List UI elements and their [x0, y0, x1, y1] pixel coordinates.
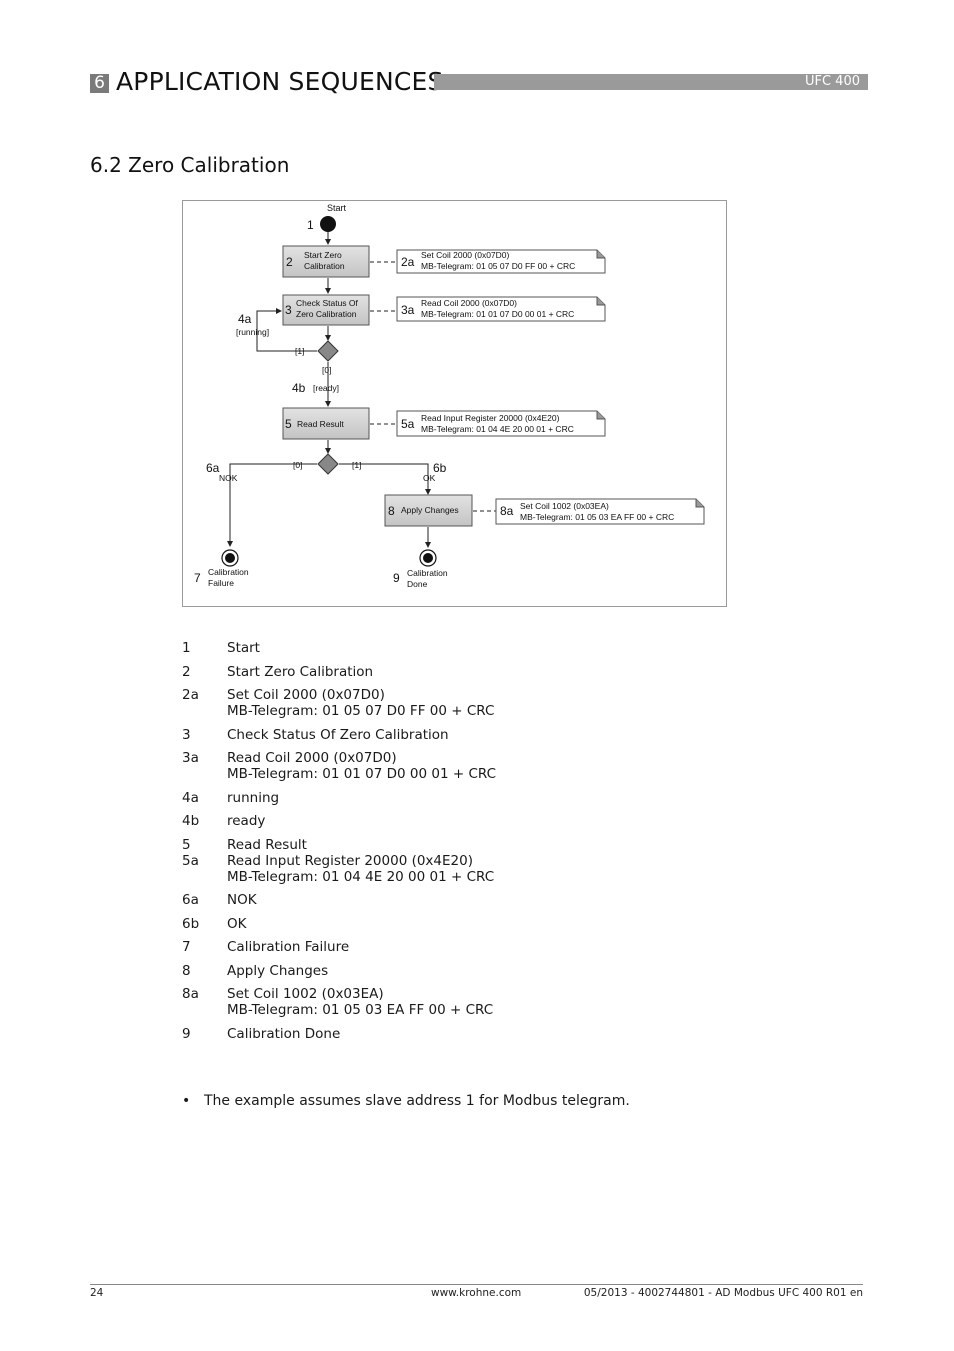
end-calibration-done — [419, 549, 437, 567]
chapter-number: 6 — [90, 74, 109, 93]
note-5a: 5a Read Input Register 20000 (0x4E20) MB… — [396, 410, 606, 437]
node-7-line2: Failure — [208, 578, 234, 588]
section-title: 6.2 Zero Calibration — [90, 153, 290, 177]
action-start-zero-calibration: 2 Start Zero Calibration — [282, 245, 370, 278]
note-8a-line1: Set Coil 1002 (0x03EA) — [520, 501, 609, 511]
note-8a-number: 8a — [500, 504, 514, 518]
node-9-line2: Done — [407, 579, 428, 589]
node-9-number: 9 — [393, 571, 400, 585]
node-2-line1: Start Zero — [304, 250, 342, 260]
decision-running-ready — [317, 340, 339, 362]
node-2-line2: Calibration — [304, 261, 345, 271]
node-6a-number: 6a — [206, 461, 220, 475]
note-text: The example assumes slave address 1 for … — [204, 1093, 630, 1109]
node-8-number: 8 — [388, 504, 395, 518]
node-4a-number: 4a — [238, 312, 252, 326]
branch-ok-value: [1] — [352, 460, 361, 470]
activity-diagram: Start 1 2 Start Zero Calibration 2a Set … — [182, 200, 727, 607]
chapter-header: 6 APPLICATION SEQUENCES UFC 400 — [90, 68, 868, 96]
node-3-number: 3 — [285, 303, 292, 317]
guard-ready: [ready] — [313, 383, 339, 393]
note-8a: 8a Set Coil 1002 (0x03EA) MB-Telegram: 0… — [495, 498, 705, 525]
node-4b-number: 4b — [292, 381, 306, 395]
node-2-number: 2 — [286, 255, 293, 269]
action-apply-changes: 8 Apply Changes — [384, 494, 473, 527]
node-7-line1: Calibration — [208, 567, 249, 577]
note-3a: 3a Read Coil 2000 (0x07D0) MB-Telegram: … — [396, 296, 606, 322]
note-3a-line2: MB-Telegram: 01 01 07 D0 00 01 + CRC — [421, 309, 574, 319]
node-6b-number: 6b — [433, 461, 447, 475]
note-5a-line2: MB-Telegram: 01 04 4E 20 00 01 + CRC — [421, 424, 574, 434]
chapter-title: APPLICATION SEQUENCES — [116, 67, 444, 96]
node-1-number: 1 — [307, 218, 314, 232]
note-5a-line1: Read Input Register 20000 (0x4E20) — [421, 413, 560, 423]
start-node — [320, 216, 336, 232]
action-check-status: 3 Check Status Of Zero Calibration — [282, 294, 370, 326]
branch-1-label: [1] — [295, 346, 304, 356]
nok-label: NOK — [219, 473, 238, 483]
footer-website: www.krohne.com — [431, 1287, 522, 1299]
ok-label: OK — [423, 473, 436, 483]
node-5-number: 5 — [285, 417, 292, 431]
branch-nok-value: [0] — [293, 460, 302, 470]
node-7-number: 7 — [194, 571, 201, 585]
note-8a-line2: MB-Telegram: 01 05 03 EA FF 00 + CRC — [520, 512, 674, 522]
node-9-line1: Calibration — [407, 568, 448, 578]
product-name: UFC 400 — [804, 74, 860, 89]
action-read-result: 5 Read Result — [282, 407, 370, 440]
branch-0-label: [0] — [322, 365, 331, 375]
node-5-line1: Read Result — [297, 419, 344, 429]
bullet-icon: • — [182, 1093, 191, 1109]
note-2a-line1: Set Coil 2000 (0x07D0) — [421, 250, 510, 260]
note-2a-line2: MB-Telegram: 01 05 07 D0 FF 00 + CRC — [421, 261, 575, 271]
guard-running: [running] — [236, 327, 269, 337]
node-3-line2: Zero Calibration — [296, 309, 357, 319]
footer-divider — [90, 1284, 863, 1285]
note-2a-number: 2a — [401, 255, 415, 269]
node-8-line1: Apply Changes — [401, 505, 459, 515]
start-label: Start — [327, 203, 347, 213]
node-3-line1: Check Status Of — [296, 298, 359, 308]
end-calibration-failure — [221, 549, 239, 567]
note-3a-line1: Read Coil 2000 (0x07D0) — [421, 298, 517, 308]
footer-document-id: 05/2013 - 4002744801 - AD Modbus UFC 400… — [583, 1287, 863, 1299]
note-5a-number: 5a — [401, 417, 415, 431]
note-3a-number: 3a — [401, 303, 415, 317]
decision-result — [317, 453, 339, 475]
note-2a: 2a Set Coil 2000 (0x07D0) MB-Telegram: 0… — [396, 249, 606, 274]
page-number: 24 — [90, 1287, 104, 1299]
chapter-bar: UFC 400 — [434, 74, 868, 90]
